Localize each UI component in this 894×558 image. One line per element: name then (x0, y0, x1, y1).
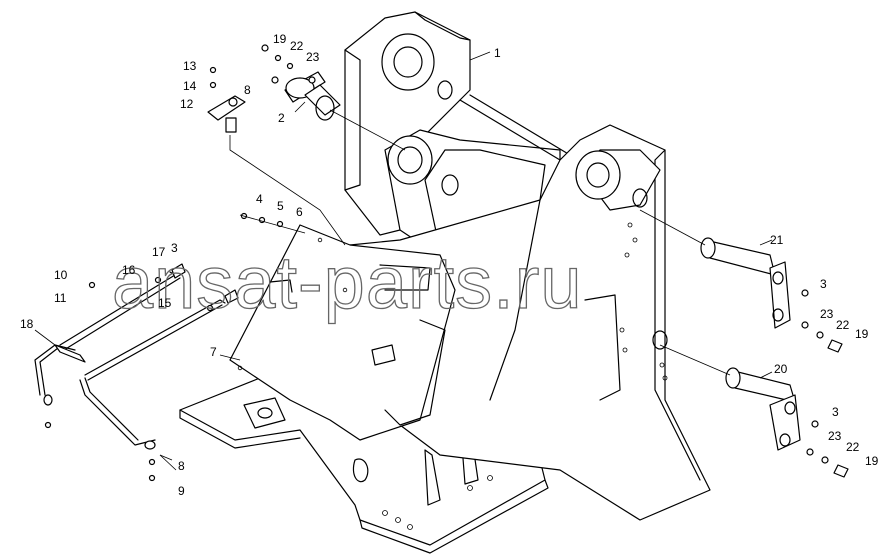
callout-12: 12 (180, 97, 194, 111)
callout-1: 1 (494, 46, 501, 60)
callout-23: 23 (820, 307, 834, 321)
callout-9: 9 (178, 484, 185, 498)
callout-3: 3 (820, 277, 827, 291)
callout-22: 22 (846, 440, 860, 454)
callout-18: 18 (20, 317, 34, 331)
main-body (349, 124, 711, 521)
callout-3: 3 (832, 405, 839, 419)
callout-21: 21 (770, 233, 784, 247)
callout-3: 3 (171, 241, 178, 255)
bracket-12 (207, 66, 346, 246)
callout-8: 8 (178, 459, 185, 473)
bolts-4-5-6 (239, 212, 306, 234)
pin-21-assembly (639, 209, 843, 353)
callout-7: 7 (210, 345, 217, 359)
callout-20: 20 (774, 362, 788, 376)
tube-assemblies (34, 263, 239, 482)
callout-17: 17 (152, 245, 166, 259)
callout-23: 23 (828, 429, 842, 443)
callout-11: 11 (54, 291, 67, 305)
callout-23: 23 (306, 50, 320, 64)
watermark: ansat-parts.ru (112, 241, 583, 324)
callouts: 1 2 3 3 3 4 5 6 7 8 8 9 10 11 12 13 14 1… (20, 32, 879, 498)
callout-16: 16 (122, 263, 136, 277)
callout-19: 19 (273, 32, 287, 46)
callout-6: 6 (296, 205, 303, 219)
callout-4: 4 (256, 192, 263, 206)
pin-20-assembly (659, 344, 849, 478)
callout-19: 19 (865, 454, 879, 468)
callout-10: 10 (54, 268, 68, 282)
callout-13: 13 (183, 59, 197, 73)
callout-19: 19 (855, 327, 869, 341)
top-pin-assembly (261, 44, 406, 151)
callout-22: 22 (290, 39, 304, 53)
rear-tower (344, 11, 471, 236)
callout-8: 8 (244, 83, 251, 97)
leader-lines (34, 51, 773, 471)
callout-5: 5 (277, 199, 284, 213)
callout-14: 14 (183, 79, 197, 93)
callout-2: 2 (278, 111, 285, 125)
cover-plate (229, 224, 456, 441)
callout-15: 15 (158, 296, 172, 310)
callout-22: 22 (836, 318, 850, 332)
